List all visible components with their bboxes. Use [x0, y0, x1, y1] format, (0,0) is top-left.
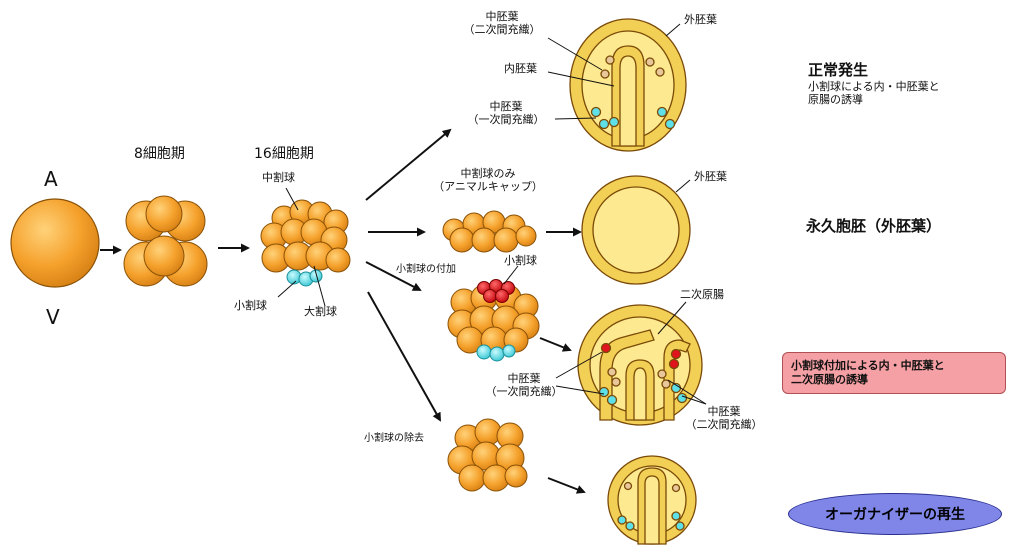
normal-mesoderm1-line2: （一次間充織）	[456, 114, 556, 127]
pointer-blastula-ectoderm	[676, 180, 690, 192]
permanent-blastula-title: 永久胞胚（外胚葉）	[806, 218, 941, 235]
normal-endoderm-label: 内胚葉	[504, 63, 537, 76]
induction-line1: 小割球付加による内・中胚葉と	[791, 359, 997, 373]
normal-development-desc: 小割球による内・中胚葉と 原腸の誘導	[808, 81, 940, 106]
normal-desc-line2: 原腸の誘導	[808, 94, 940, 107]
pointer-micromere	[278, 281, 296, 297]
induction-line2: 二次原腸の誘導	[791, 373, 997, 387]
remove-micromere-label: 小割球の除去	[364, 433, 424, 445]
normal-mesoderm1-label: 中胚葉 （一次間充織）	[456, 101, 556, 126]
eight-cell-embryo	[124, 196, 207, 286]
sixteen-cell-title: 16細胞期	[254, 146, 314, 162]
arrow-added-to-gastrula	[540, 338, 570, 350]
arrow-to-remove-micromere	[368, 292, 440, 420]
egg-cell	[11, 199, 99, 287]
animal-cap-title-line2: （アニマルキャップ）	[424, 181, 552, 194]
normal-development-title: 正常発生	[808, 62, 868, 79]
animal-pole-label: A	[44, 168, 58, 191]
macromere-label: 大割球	[304, 306, 337, 319]
blastula-ectoderm-label: 外胚葉	[694, 171, 727, 184]
normal-ectoderm-label: 外胚葉	[684, 14, 717, 27]
normal-mesoderm2-line1: 中胚葉	[452, 11, 552, 24]
normal-mesoderm2-line2: （二次間充織）	[452, 24, 552, 37]
normal-mesoderm2-label: 中胚葉 （二次間充織）	[452, 11, 552, 36]
animal-cap-title: 中割球のみ （アニマルキャップ）	[424, 168, 552, 193]
normal-mesoderm1-line1: 中胚葉	[456, 101, 556, 114]
animal-cap-title-line1: 中割球のみ	[424, 168, 552, 181]
arrow-removed-to-gastrula	[548, 478, 584, 492]
induction-badge: 小割球付加による内・中胚葉と 二次原腸の誘導	[782, 352, 1006, 394]
pointer-normal-ectoderm	[666, 24, 680, 36]
pointer-added-micromere	[504, 266, 518, 284]
organizer-regeneration-label: オーガナイザーの再生	[825, 504, 965, 524]
transplant-mesoderm2-line1: 中胚葉	[672, 406, 776, 419]
transplant-mesoderm2-label: 中胚葉 （二次間充織）	[672, 406, 776, 431]
eight-cell-title: 8細胞期	[134, 146, 185, 162]
secondary-gut-label: 二次原腸	[680, 289, 724, 302]
vegetal-pole-label: V	[46, 306, 60, 329]
added-micromere-label: 小割球	[504, 255, 537, 268]
permanent-blastula	[582, 176, 690, 284]
organizer-regeneration-badge: オーガナイザーの再生	[788, 493, 1002, 535]
mesomere-label: 中割球	[262, 172, 295, 185]
micromere-added-embryo	[448, 280, 539, 362]
transplant-mesoderm1-label: 中胚葉 （一次間充織）	[478, 373, 570, 398]
normal-gastrula	[570, 19, 686, 151]
micromere-removed-embryo	[448, 419, 527, 491]
sixteen-cell-embryo	[261, 200, 350, 286]
transplant-mesoderm1-line2: （一次間充織）	[478, 386, 570, 399]
micromere-label: 小割球	[234, 300, 267, 313]
add-micromere-label: 小割球の付加	[396, 264, 456, 276]
transplant-mesoderm2-line2: （二次間充織）	[672, 419, 776, 432]
normal-desc-line1: 小割球による内・中胚葉と	[808, 81, 940, 94]
transplant-mesoderm1-line1: 中胚葉	[478, 373, 570, 386]
animal-cap-cells	[443, 211, 536, 252]
regenerated-gastrula	[608, 456, 696, 544]
